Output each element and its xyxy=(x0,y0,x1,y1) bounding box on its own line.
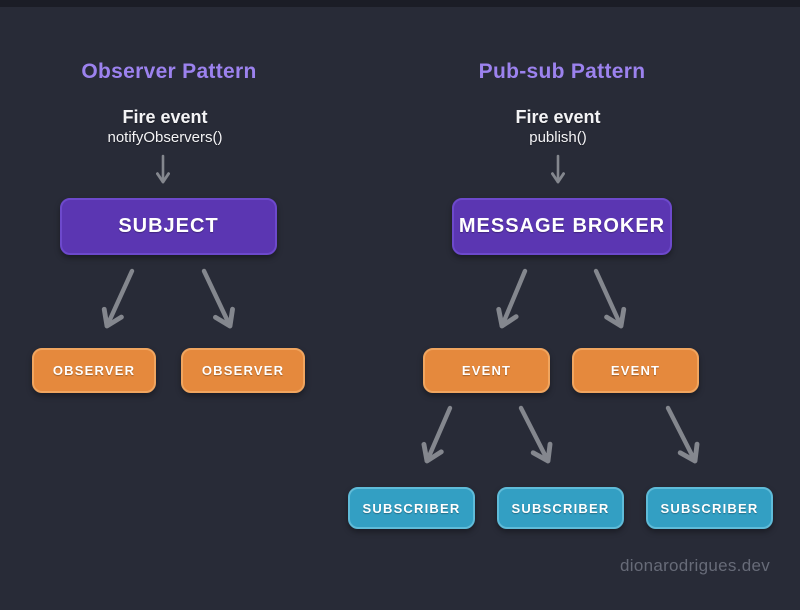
arrow-event1-to-subscriber-2 xyxy=(518,405,553,464)
arrow-subject-to-observer-2 xyxy=(201,268,235,329)
top-edge-bar xyxy=(0,0,800,7)
arrow-broker-to-event-1 xyxy=(496,268,528,329)
observer-fire-event-block: Fire event notifyObservers() xyxy=(65,107,265,147)
subscriber-node-3: SUBSCRIBER xyxy=(646,487,773,529)
arrow-broker-to-event-2 xyxy=(593,268,627,329)
observer-node-1: OBSERVER xyxy=(32,348,156,393)
observer-node-2: OBSERVER xyxy=(181,348,305,393)
subscriber-node-1: SUBSCRIBER xyxy=(348,487,475,529)
observer-fire-event-method: notifyObservers() xyxy=(107,129,223,146)
watermark: dionarodrigues.dev xyxy=(620,556,770,575)
pubsub-fire-event-method: publish() xyxy=(529,129,587,146)
observer-fire-event-label: Fire event xyxy=(122,107,208,127)
arrow-event2-to-subscriber-3 xyxy=(665,405,700,464)
arrow-event1-to-subscriber-1 xyxy=(421,405,453,464)
arrow-subject-to-observer-1 xyxy=(101,268,135,329)
message-broker-node: MESSAGE BROKER xyxy=(452,198,672,255)
observer-pattern-title: Observer Pattern xyxy=(81,60,257,83)
subscriber-node-2: SUBSCRIBER xyxy=(497,487,624,529)
pubsub-fire-event-label: Fire event xyxy=(515,107,601,127)
event-node-1: EVENT xyxy=(423,348,550,393)
event-node-2: EVENT xyxy=(572,348,699,393)
pubsub-fire-event-block: Fire event publish() xyxy=(458,107,658,147)
subject-node: SUBJECT xyxy=(60,198,277,255)
pubsub-pattern-title: Pub-sub Pattern xyxy=(478,60,646,83)
